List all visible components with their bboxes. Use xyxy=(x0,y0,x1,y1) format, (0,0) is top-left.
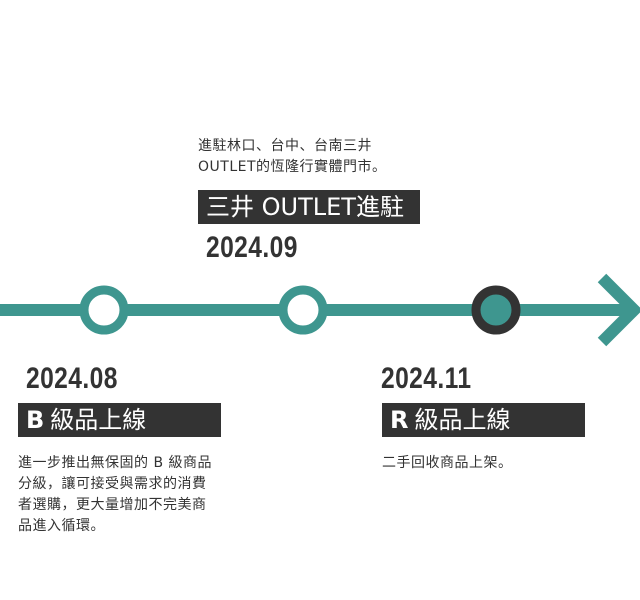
description-line: 品進入循環。 xyxy=(18,518,105,534)
milestone-2024-09-date: 2024.09 xyxy=(206,231,298,264)
milestone-2024-09-description: 進駐林口、台中、台南三井 OUTLET的恆隆行實體門市。 xyxy=(198,136,387,178)
milestone-title-text: 級品上線 xyxy=(414,406,511,434)
milestone-2024-08-description: 進一步推出無保固的 B 級商品 分級，讓可接受與需求的消費 者選購，更大量增加不… xyxy=(18,453,212,537)
description-line: 二手回收商品上架。 xyxy=(382,455,513,471)
timeline-node-2024-08[interactable] xyxy=(79,285,129,335)
milestone-2024-11-date: 2024.11 xyxy=(381,362,472,395)
description-line: OUTLET的恆隆行實體門市。 xyxy=(198,159,387,175)
description-line: 者選購，更大量增加不完美商 xyxy=(18,497,207,513)
description-line: 進一步推出無保固的 B 級商品 xyxy=(18,455,213,471)
milestone-2024-08-date: 2024.08 xyxy=(26,362,118,395)
grade-letter: R xyxy=(390,406,409,434)
milestone-title-text: 三井 OUTLET進駐 xyxy=(206,193,404,221)
grade-letter: B xyxy=(26,406,45,434)
milestone-2024-09-title: 三井 OUTLET進駐 xyxy=(198,190,420,224)
description-line: 進駐林口、台中、台南三井 xyxy=(198,138,372,154)
chevron-right-arrow-icon xyxy=(597,273,640,347)
milestone-title-text: 級品上線 xyxy=(50,406,147,434)
milestone-2024-11-description: 二手回收商品上架。 xyxy=(382,453,513,474)
timeline-node-2024-11[interactable] xyxy=(471,285,521,335)
description-line: 分級，讓可接受與需求的消費 xyxy=(18,476,207,492)
timeline-node-2024-09[interactable] xyxy=(278,285,328,335)
